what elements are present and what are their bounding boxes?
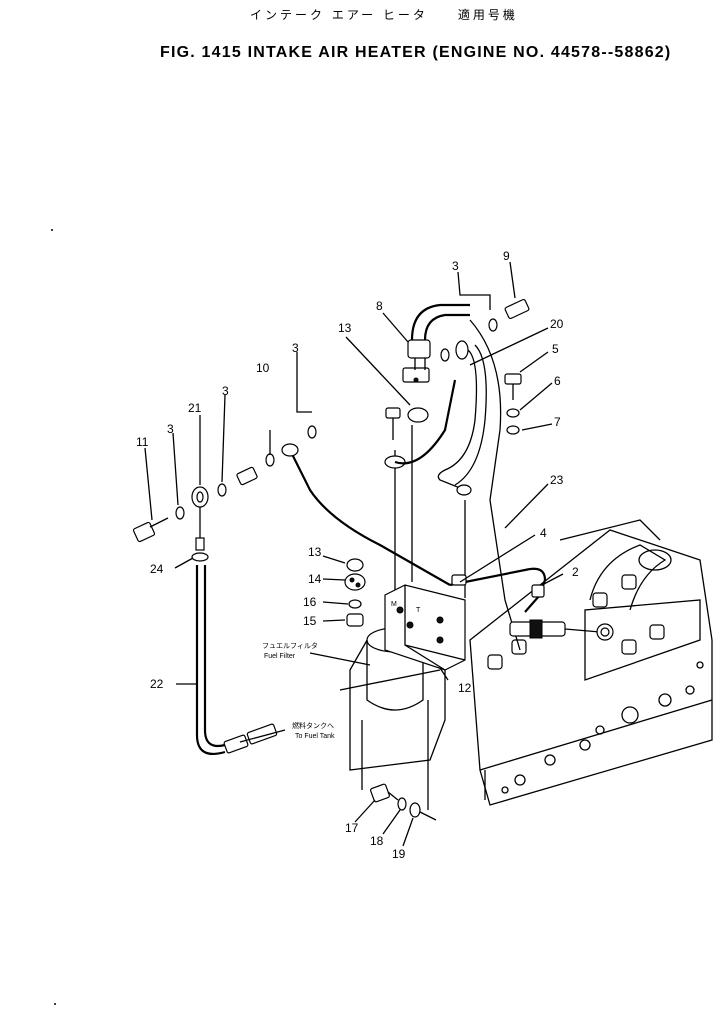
callout-17: 17 [345, 821, 359, 835]
fuel-tank-label-jp: 燃料タンクへ [292, 721, 334, 730]
left-washer-stack [344, 558, 366, 627]
svg-text:M: M [391, 601, 397, 608]
callout-3: 3 [292, 341, 299, 355]
intake-manifold [584, 544, 701, 681]
bottom-bolt-stack [370, 783, 421, 818]
engine-block [469, 519, 713, 806]
fuel-filter-label-jp: フュエルフィルタ [262, 641, 318, 650]
callout-3: 3 [452, 259, 459, 273]
callout-11: 11 [136, 435, 149, 449]
callout-16: 16 [303, 595, 317, 609]
callout-24: 24 [150, 562, 164, 576]
callout-3: 3 [222, 384, 229, 398]
heater-bracket: M T [384, 584, 466, 671]
figure-title-japanese: インテーク エアー ヒータ 適用号機 [250, 8, 518, 22]
callout-18: 18 [370, 834, 384, 848]
annotation-labels: フュエルフィルタ Fuel Filter 燃料タンクへ To Fuel Tank [262, 641, 335, 740]
upper-plate-bolt [385, 407, 429, 440]
callout-6: 6 [554, 374, 561, 388]
engine-bolt-holes [501, 661, 704, 794]
fuel-tank-label: To Fuel Tank [295, 733, 335, 740]
callout-22: 22 [150, 677, 164, 691]
callout-9: 9 [503, 249, 510, 263]
callout-14: 14 [308, 572, 322, 586]
fuel-return-pipe [191, 552, 278, 756]
callout-15: 15 [303, 614, 317, 628]
callout-13: 13 [338, 321, 352, 335]
callout-3: 3 [167, 422, 174, 436]
fuel-pipe [281, 379, 547, 613]
scan-marks [51, 229, 56, 1005]
callout-21: 21 [188, 401, 202, 415]
heater-relay [402, 303, 470, 383]
callout-19: 19 [392, 847, 406, 861]
callout-10: 10 [256, 361, 270, 375]
engine-boss [487, 654, 503, 670]
callout-numbers: 9 3 8 20 13 5 3 10 6 7 21 3 3 11 23 4 13… [136, 249, 579, 861]
callout-8: 8 [376, 299, 383, 313]
callout-12: 12 [458, 681, 472, 695]
callout-2: 2 [572, 565, 579, 579]
callout-23: 23 [550, 473, 564, 487]
eyebolt-assembly [132, 453, 275, 551]
upper-bolt-washers [307, 298, 530, 439]
leader-lines [144, 261, 564, 847]
callout-20: 20 [550, 317, 564, 331]
callout-7: 7 [554, 415, 561, 429]
callout-13: 13 [308, 545, 322, 559]
fuel-filter-label: Fuel Filter [264, 653, 296, 660]
heater-wire [437, 319, 521, 651]
svg-text:T: T [416, 607, 421, 614]
heater-plug [509, 584, 614, 641]
figure-title: FIG. 1415 INTAKE AIR HEATER (ENGINE NO. … [160, 44, 672, 61]
callout-5: 5 [552, 342, 559, 356]
callout-4: 4 [540, 526, 547, 540]
bolt-stack-right [504, 373, 522, 435]
